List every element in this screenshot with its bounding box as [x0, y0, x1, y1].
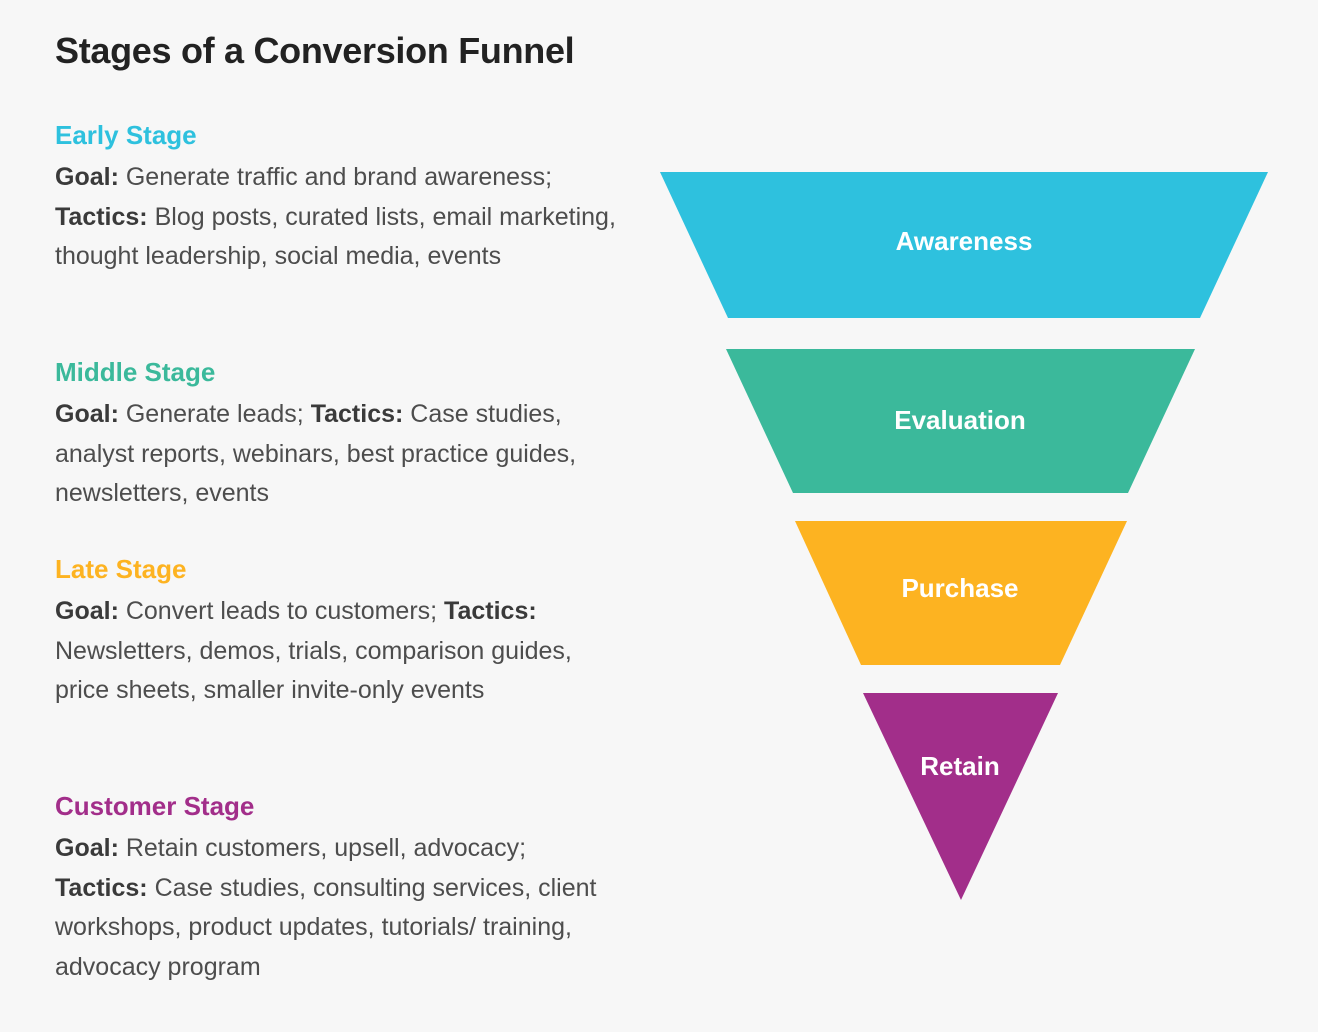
- funnel-segment-purchase: [795, 521, 1127, 665]
- funnel-label-purchase: Purchase: [901, 573, 1018, 603]
- stage-heading: Middle Stage: [55, 357, 216, 387]
- stage-middle: Middle Stage Goal: Generate leads; Tacti…: [55, 355, 625, 514]
- funnel-segment-retain: [863, 693, 1058, 900]
- funnel-label-retain: Retain: [920, 751, 999, 781]
- funnel-label-awareness: Awareness: [896, 226, 1033, 256]
- stage-description: Goal: Generate traffic and brand awarene…: [55, 163, 616, 270]
- stage-heading: Customer Stage: [55, 791, 255, 821]
- stage-early: Early Stage Goal: Generate traffic and b…: [55, 118, 625, 277]
- stage-late: Late Stage Goal: Convert leads to custom…: [55, 552, 625, 711]
- page-title: Stages of a Conversion Funnel: [55, 30, 575, 71]
- funnel-segment-awareness: [660, 172, 1268, 318]
- stage-customer: Customer Stage Goal: Retain customers, u…: [55, 789, 625, 987]
- stage-description: Goal: Convert leads to customers; Tactic…: [55, 597, 572, 704]
- funnel-label-evaluation: Evaluation: [894, 405, 1025, 435]
- stage-heading: Early Stage: [55, 120, 197, 150]
- funnel-segment-evaluation: [726, 349, 1195, 493]
- stage-description: Goal: Generate leads; Tactics: Case stud…: [55, 400, 577, 507]
- stage-description: Goal: Retain customers, upsell, advocacy…: [55, 834, 597, 981]
- stage-heading: Late Stage: [55, 554, 187, 584]
